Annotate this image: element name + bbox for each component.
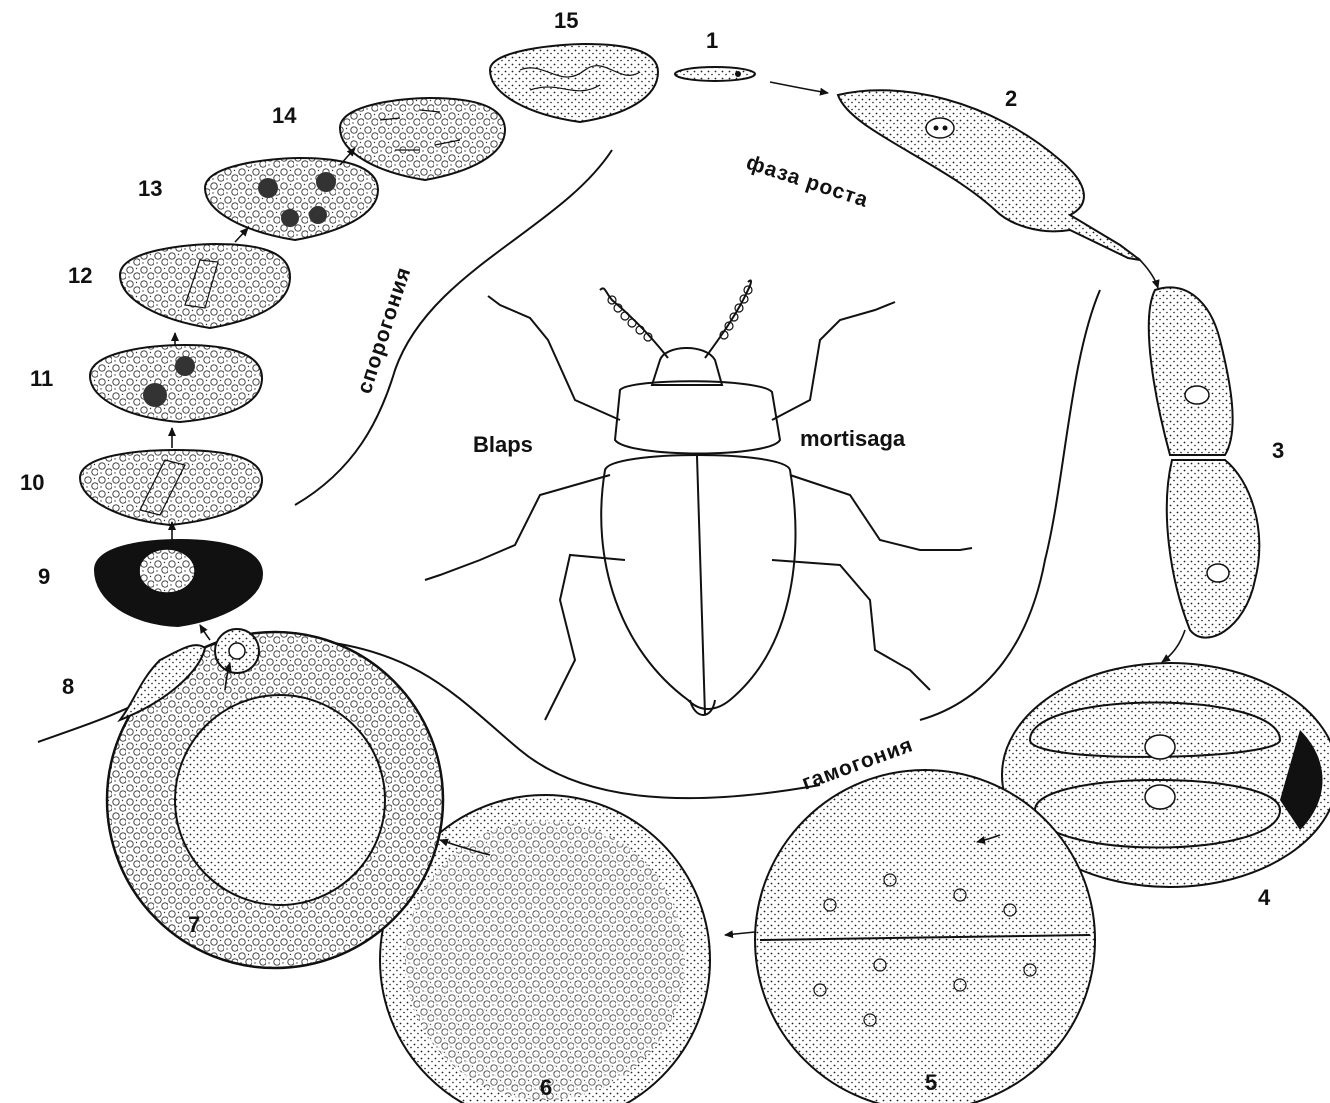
stage-label-3: 3: [1272, 438, 1284, 463]
stage-15-spore: [490, 44, 658, 122]
stage-label-2: 2: [1005, 86, 1017, 111]
stage-3-syzygy: [1149, 287, 1260, 637]
stage-9-oocyst: [95, 540, 262, 626]
stage-label-11: 11: [30, 366, 53, 391]
stage-14-spore: [340, 98, 505, 180]
stage-10-spore: [80, 450, 262, 525]
stage-label-8: 8: [62, 674, 74, 699]
stage-label-6: 6: [540, 1075, 552, 1100]
beetle-illustration: [425, 280, 972, 720]
stage-label-10: 10: [20, 470, 44, 495]
stage-label-7: 7: [188, 912, 200, 937]
stage-2-trophozoite: [838, 90, 1140, 260]
stage-11-spore: [90, 345, 262, 422]
host-genus-label: Blaps: [473, 432, 533, 457]
stage-label-9: 9: [38, 564, 50, 589]
stage-label-4: 4: [1258, 885, 1271, 910]
stage-label-15: 15: [554, 8, 578, 33]
stage-label-1: 1: [706, 28, 718, 53]
stage-label-14: 14: [272, 103, 297, 128]
stage-12-spore: [120, 244, 290, 328]
phase-label-sporogony: спорогония: [353, 264, 416, 397]
phase-label-growth: фаза роста: [743, 151, 871, 212]
stage-label-5: 5: [925, 1070, 937, 1095]
stage-5-nuclear-division: [755, 770, 1095, 1103]
stage-label-12: 12: [68, 263, 92, 288]
stage-1-sporozoite: [675, 67, 755, 81]
stage-label-13: 13: [138, 176, 162, 201]
stage-13-spore: [205, 158, 378, 240]
host-species-label: mortisaga: [800, 426, 906, 451]
growth-phase-curve: [920, 290, 1100, 720]
